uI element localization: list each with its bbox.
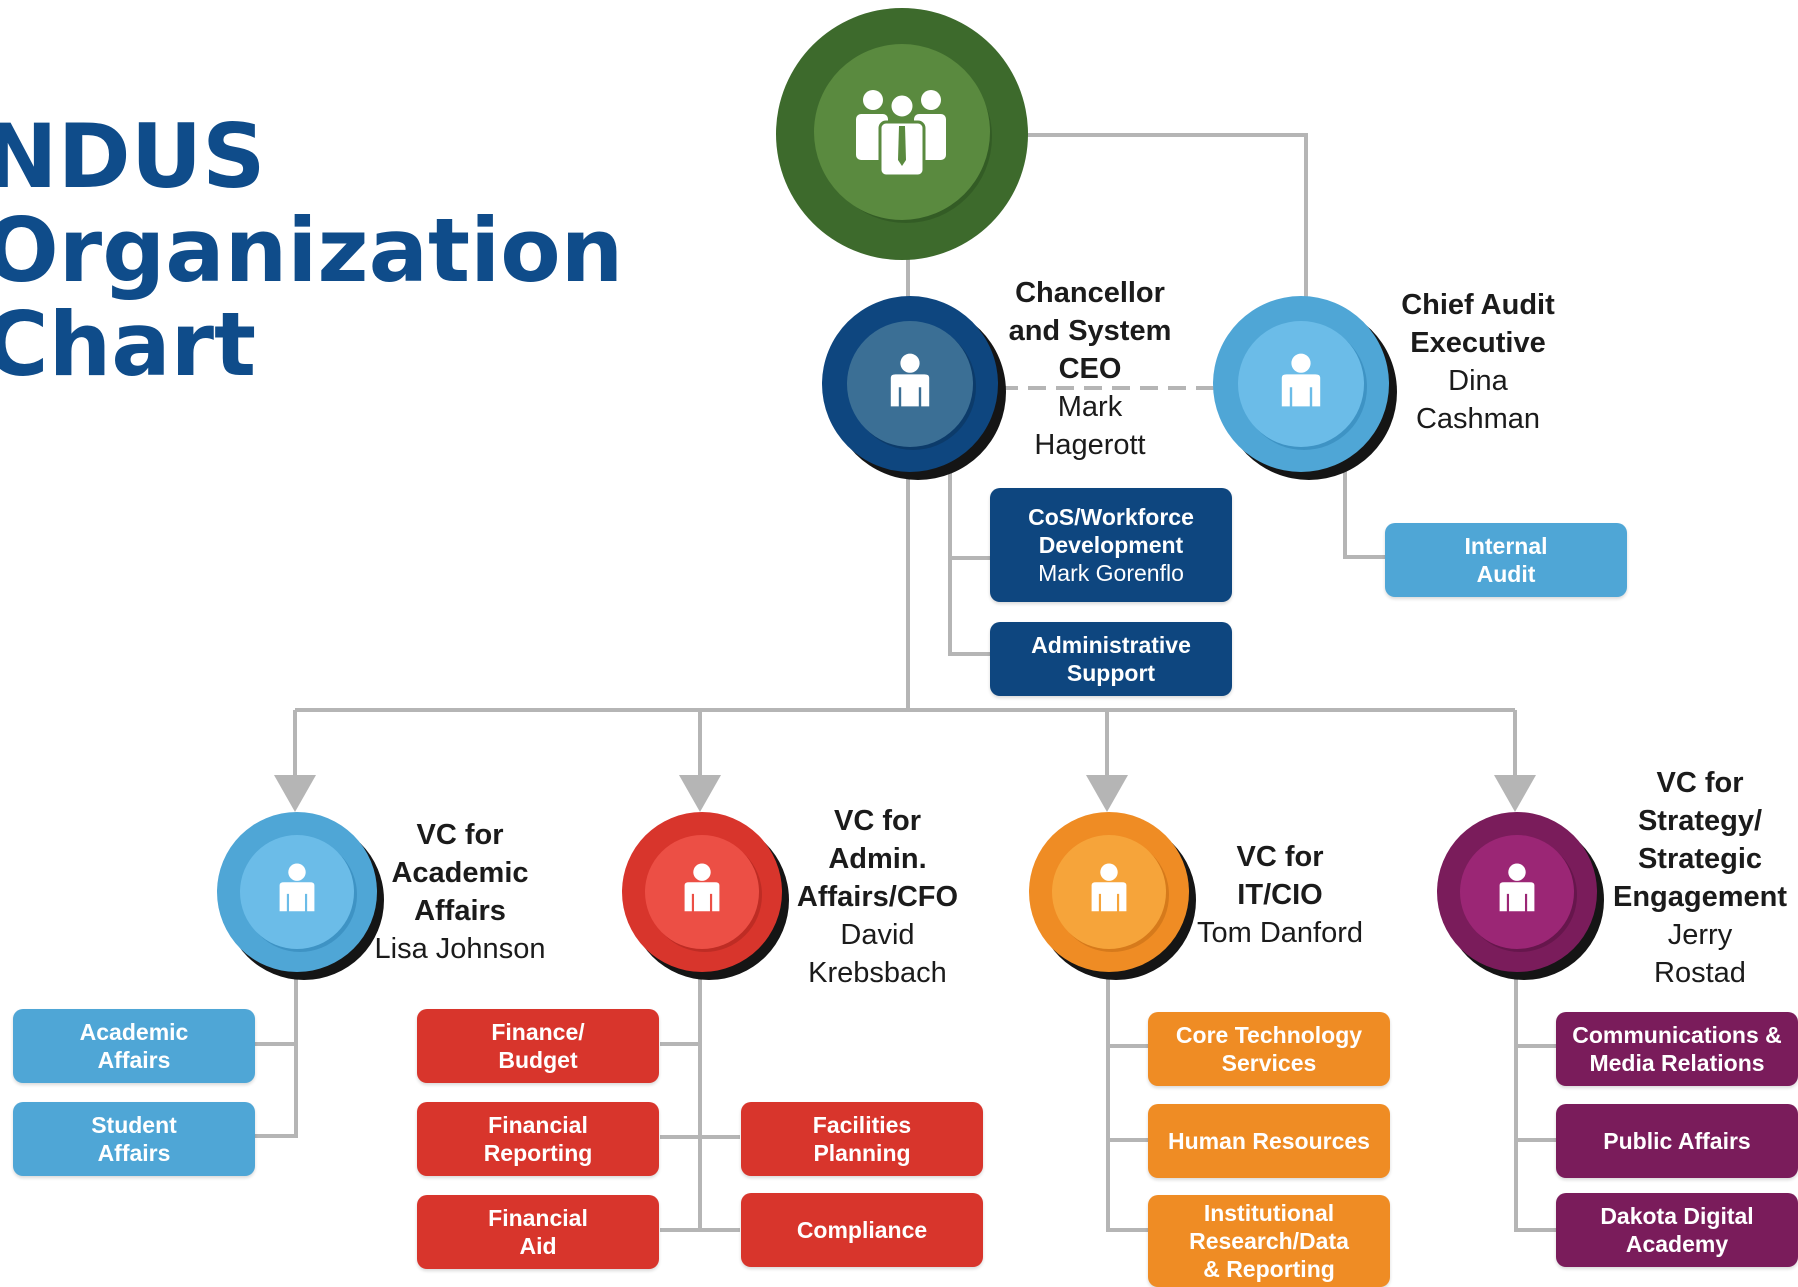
vc-admin-name: David Krebsbach	[808, 919, 947, 989]
human-resources-title: Human Resources	[1168, 1128, 1370, 1154]
academic-affairs-box: Academic Affairs	[13, 1009, 255, 1083]
vc-admin-label: VC for Admin. Affairs/CFO David Krebsbac…	[770, 802, 985, 992]
student-affairs-box: Student Affairs	[13, 1102, 255, 1176]
vc-strategy-node	[1437, 812, 1604, 980]
vc-strategy-name: Jerry Rostad	[1654, 919, 1746, 989]
human-resources-box: Human Resources	[1148, 1104, 1390, 1178]
dakota-digital-academy-box: Dakota Digital Academy	[1556, 1193, 1798, 1267]
facilities-planning-title: Facilities Planning	[812, 1112, 912, 1166]
institutional-research-box: Institutional Research/Data & Reporting	[1148, 1195, 1390, 1287]
vc-admin-role: VC for Admin. Affairs/CFO	[796, 805, 959, 913]
chancellor-node	[822, 296, 1006, 480]
vc-it-node	[1029, 812, 1196, 980]
connector-lines	[255, 133, 1556, 1232]
vc-academic-label: VC for Academic Affairs Lisa Johnson	[355, 816, 565, 968]
arrow-icon	[1086, 775, 1128, 812]
dakota-digital-academy-title: Dakota Digital Academy	[1600, 1203, 1754, 1257]
chancellor-role: Chancellor and System CEO	[1008, 277, 1172, 385]
cos-workforce-box: CoS/Workforce Development Mark Gorenflo	[990, 488, 1232, 602]
internal-audit-box: Internal Audit	[1385, 523, 1627, 597]
financial-aid-title: Financial Aid	[488, 1205, 588, 1259]
vc-admin-node	[622, 812, 789, 980]
finance-budget-title: Finance/ Budget	[491, 1019, 585, 1073]
communications-box: Communications & Media Relations	[1556, 1012, 1798, 1086]
public-affairs-box: Public Affairs	[1556, 1104, 1798, 1178]
communications-title: Communications & Media Relations	[1572, 1022, 1782, 1076]
vc-academic-name: Lisa Johnson	[374, 933, 546, 965]
facilities-planning-box: Facilities Planning	[741, 1102, 983, 1176]
chief-audit-node	[1213, 296, 1397, 480]
page-title: NDUS Organization Chart	[0, 105, 624, 396]
chief-audit-label: Chief Audit Executive Dina Cashman	[1370, 286, 1586, 438]
arrow-icon	[274, 775, 316, 812]
core-technology-box: Core Technology Services	[1148, 1012, 1390, 1086]
arrow-icon	[1494, 775, 1536, 812]
chancellor-name: Mark Hagerott	[1034, 391, 1146, 461]
vc-strategy-role: VC for Strategy/ Strategic Engagement	[1612, 767, 1788, 913]
arrow-icon	[679, 775, 721, 812]
cos-workforce-title: CoS/Workforce Development	[1028, 504, 1194, 558]
vc-it-role: VC for IT/CIO	[1236, 841, 1324, 911]
chancellor-label: Chancellor and System CEO Mark Hagerott	[980, 274, 1200, 464]
financial-reporting-title: Financial Reporting	[483, 1112, 593, 1166]
vc-academic-role: VC for Academic Affairs	[391, 819, 529, 927]
administrative-support-box: Administrative Support	[990, 622, 1232, 696]
institutional-research-title: Institutional Research/Data & Reporting	[1189, 1200, 1349, 1282]
internal-audit-title: Internal Audit	[1464, 533, 1548, 587]
student-affairs-title: Student Affairs	[91, 1112, 177, 1166]
vc-it-label: VC for IT/CIO Tom Danford	[1180, 838, 1380, 952]
group-of-people-icon	[856, 90, 946, 178]
vc-it-name: Tom Danford	[1196, 917, 1363, 949]
compliance-title: Compliance	[796, 1217, 928, 1243]
chief-audit-role: Chief Audit Executive	[1401, 289, 1555, 359]
board-node	[776, 8, 1028, 260]
core-technology-title: Core Technology Services	[1175, 1022, 1363, 1076]
administrative-support-title: Administrative Support	[1031, 632, 1191, 686]
cos-workforce-name: Mark Gorenflo	[1038, 560, 1184, 586]
public-affairs-title: Public Affairs	[1603, 1128, 1751, 1154]
vc-strategy-label: VC for Strategy/ Strategic Engagement Je…	[1590, 764, 1798, 992]
financial-aid-box: Financial Aid	[417, 1195, 659, 1269]
compliance-box: Compliance	[741, 1193, 983, 1267]
academic-affairs-title: Academic Affairs	[79, 1019, 189, 1073]
chief-audit-name: Dina Cashman	[1415, 365, 1541, 435]
financial-reporting-box: Financial Reporting	[417, 1102, 659, 1176]
finance-budget-box: Finance/ Budget	[417, 1009, 659, 1083]
vc-academic-node	[217, 812, 384, 980]
